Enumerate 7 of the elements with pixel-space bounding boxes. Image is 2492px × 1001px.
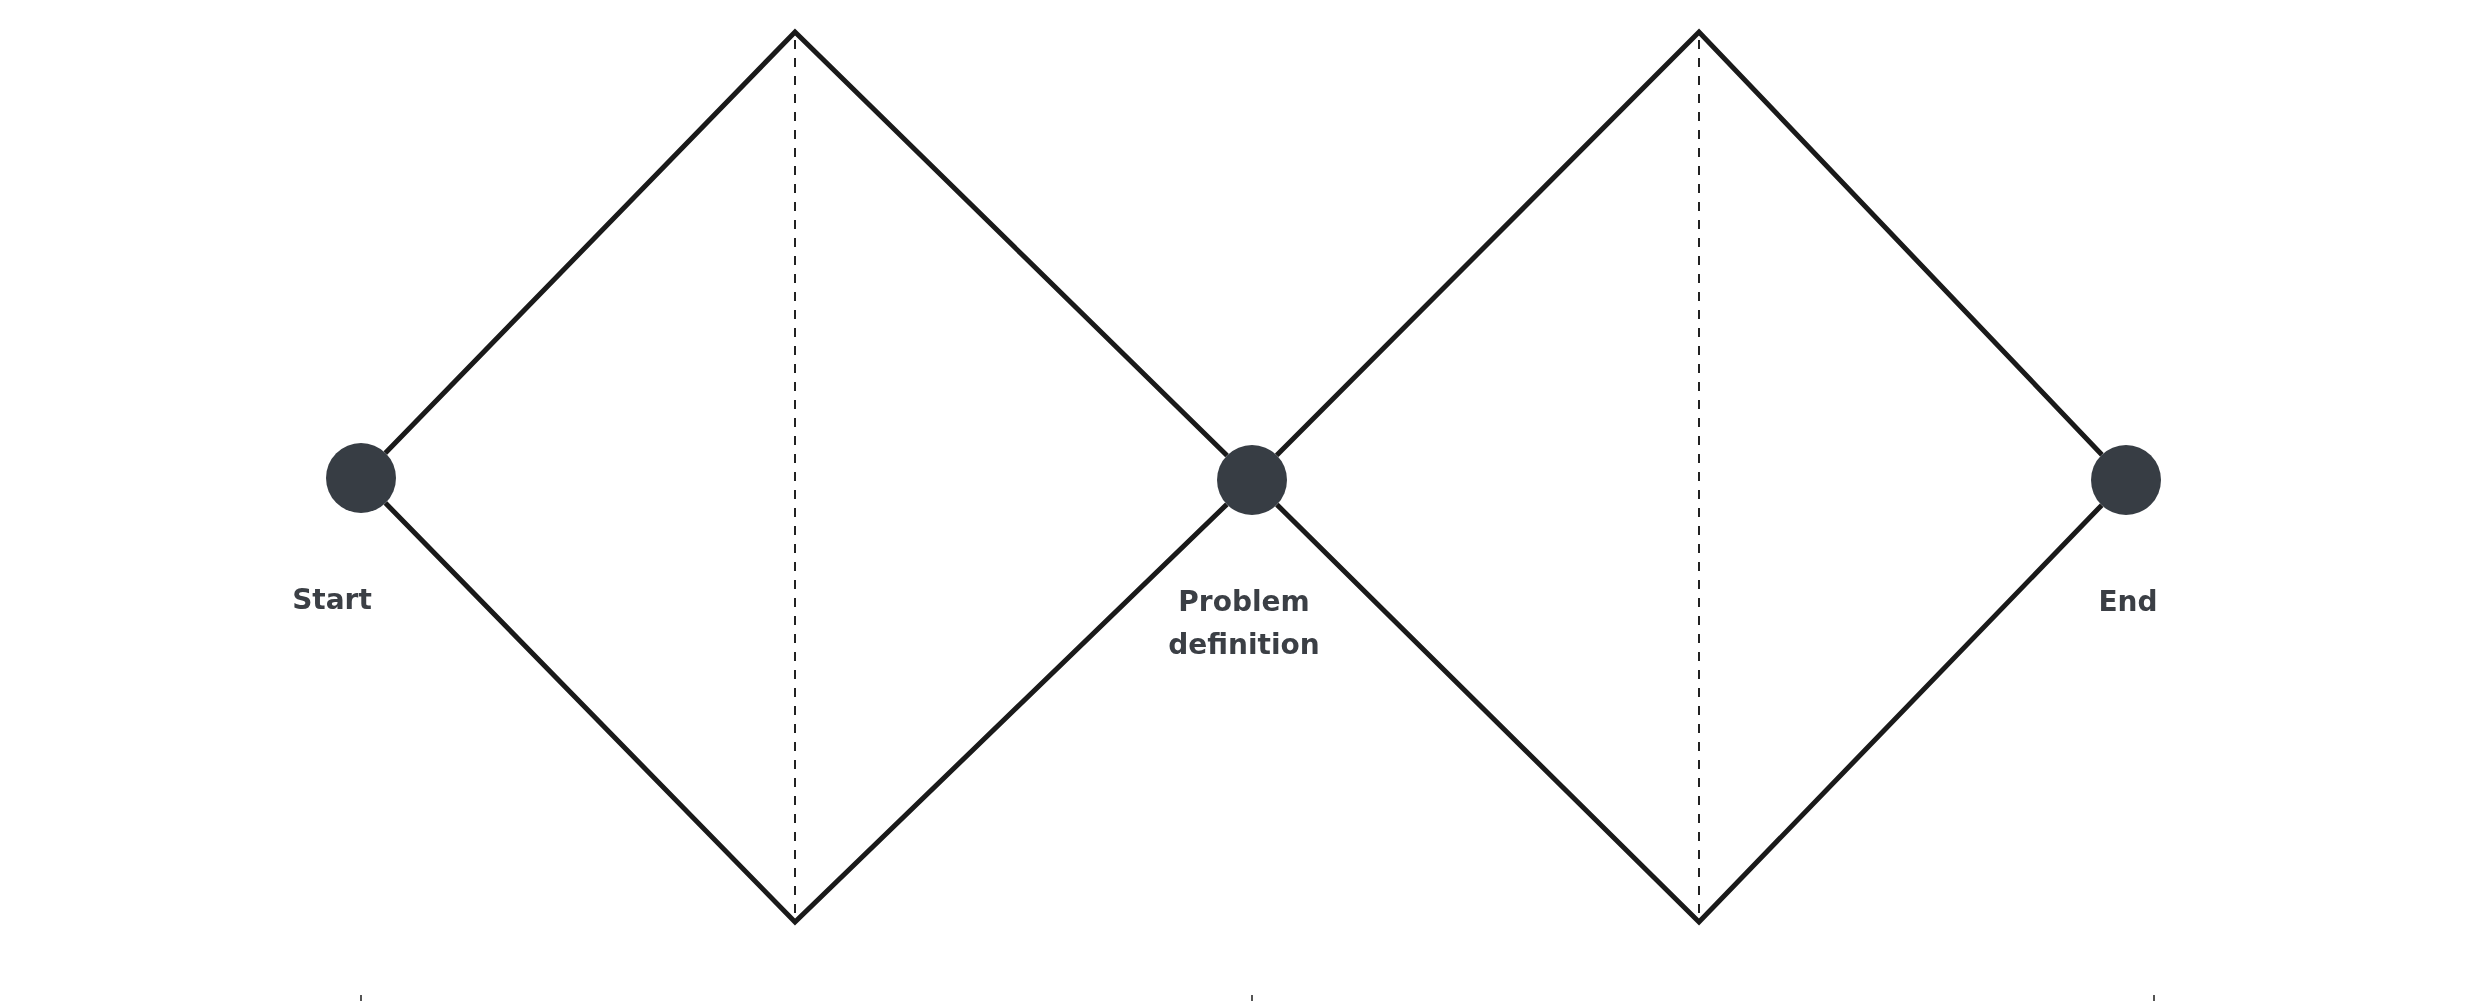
diamond-side-line bbox=[383, 28, 1229, 458]
diamond-side-line bbox=[1275, 502, 2104, 926]
diamond-side-line bbox=[383, 501, 1229, 926]
milestone-label: Start bbox=[291, 582, 373, 618]
diamond-side-line bbox=[1274, 28, 2104, 457]
milestone-label: End bbox=[2097, 584, 2159, 620]
milestone-label: Problem definition bbox=[1167, 584, 1321, 663]
